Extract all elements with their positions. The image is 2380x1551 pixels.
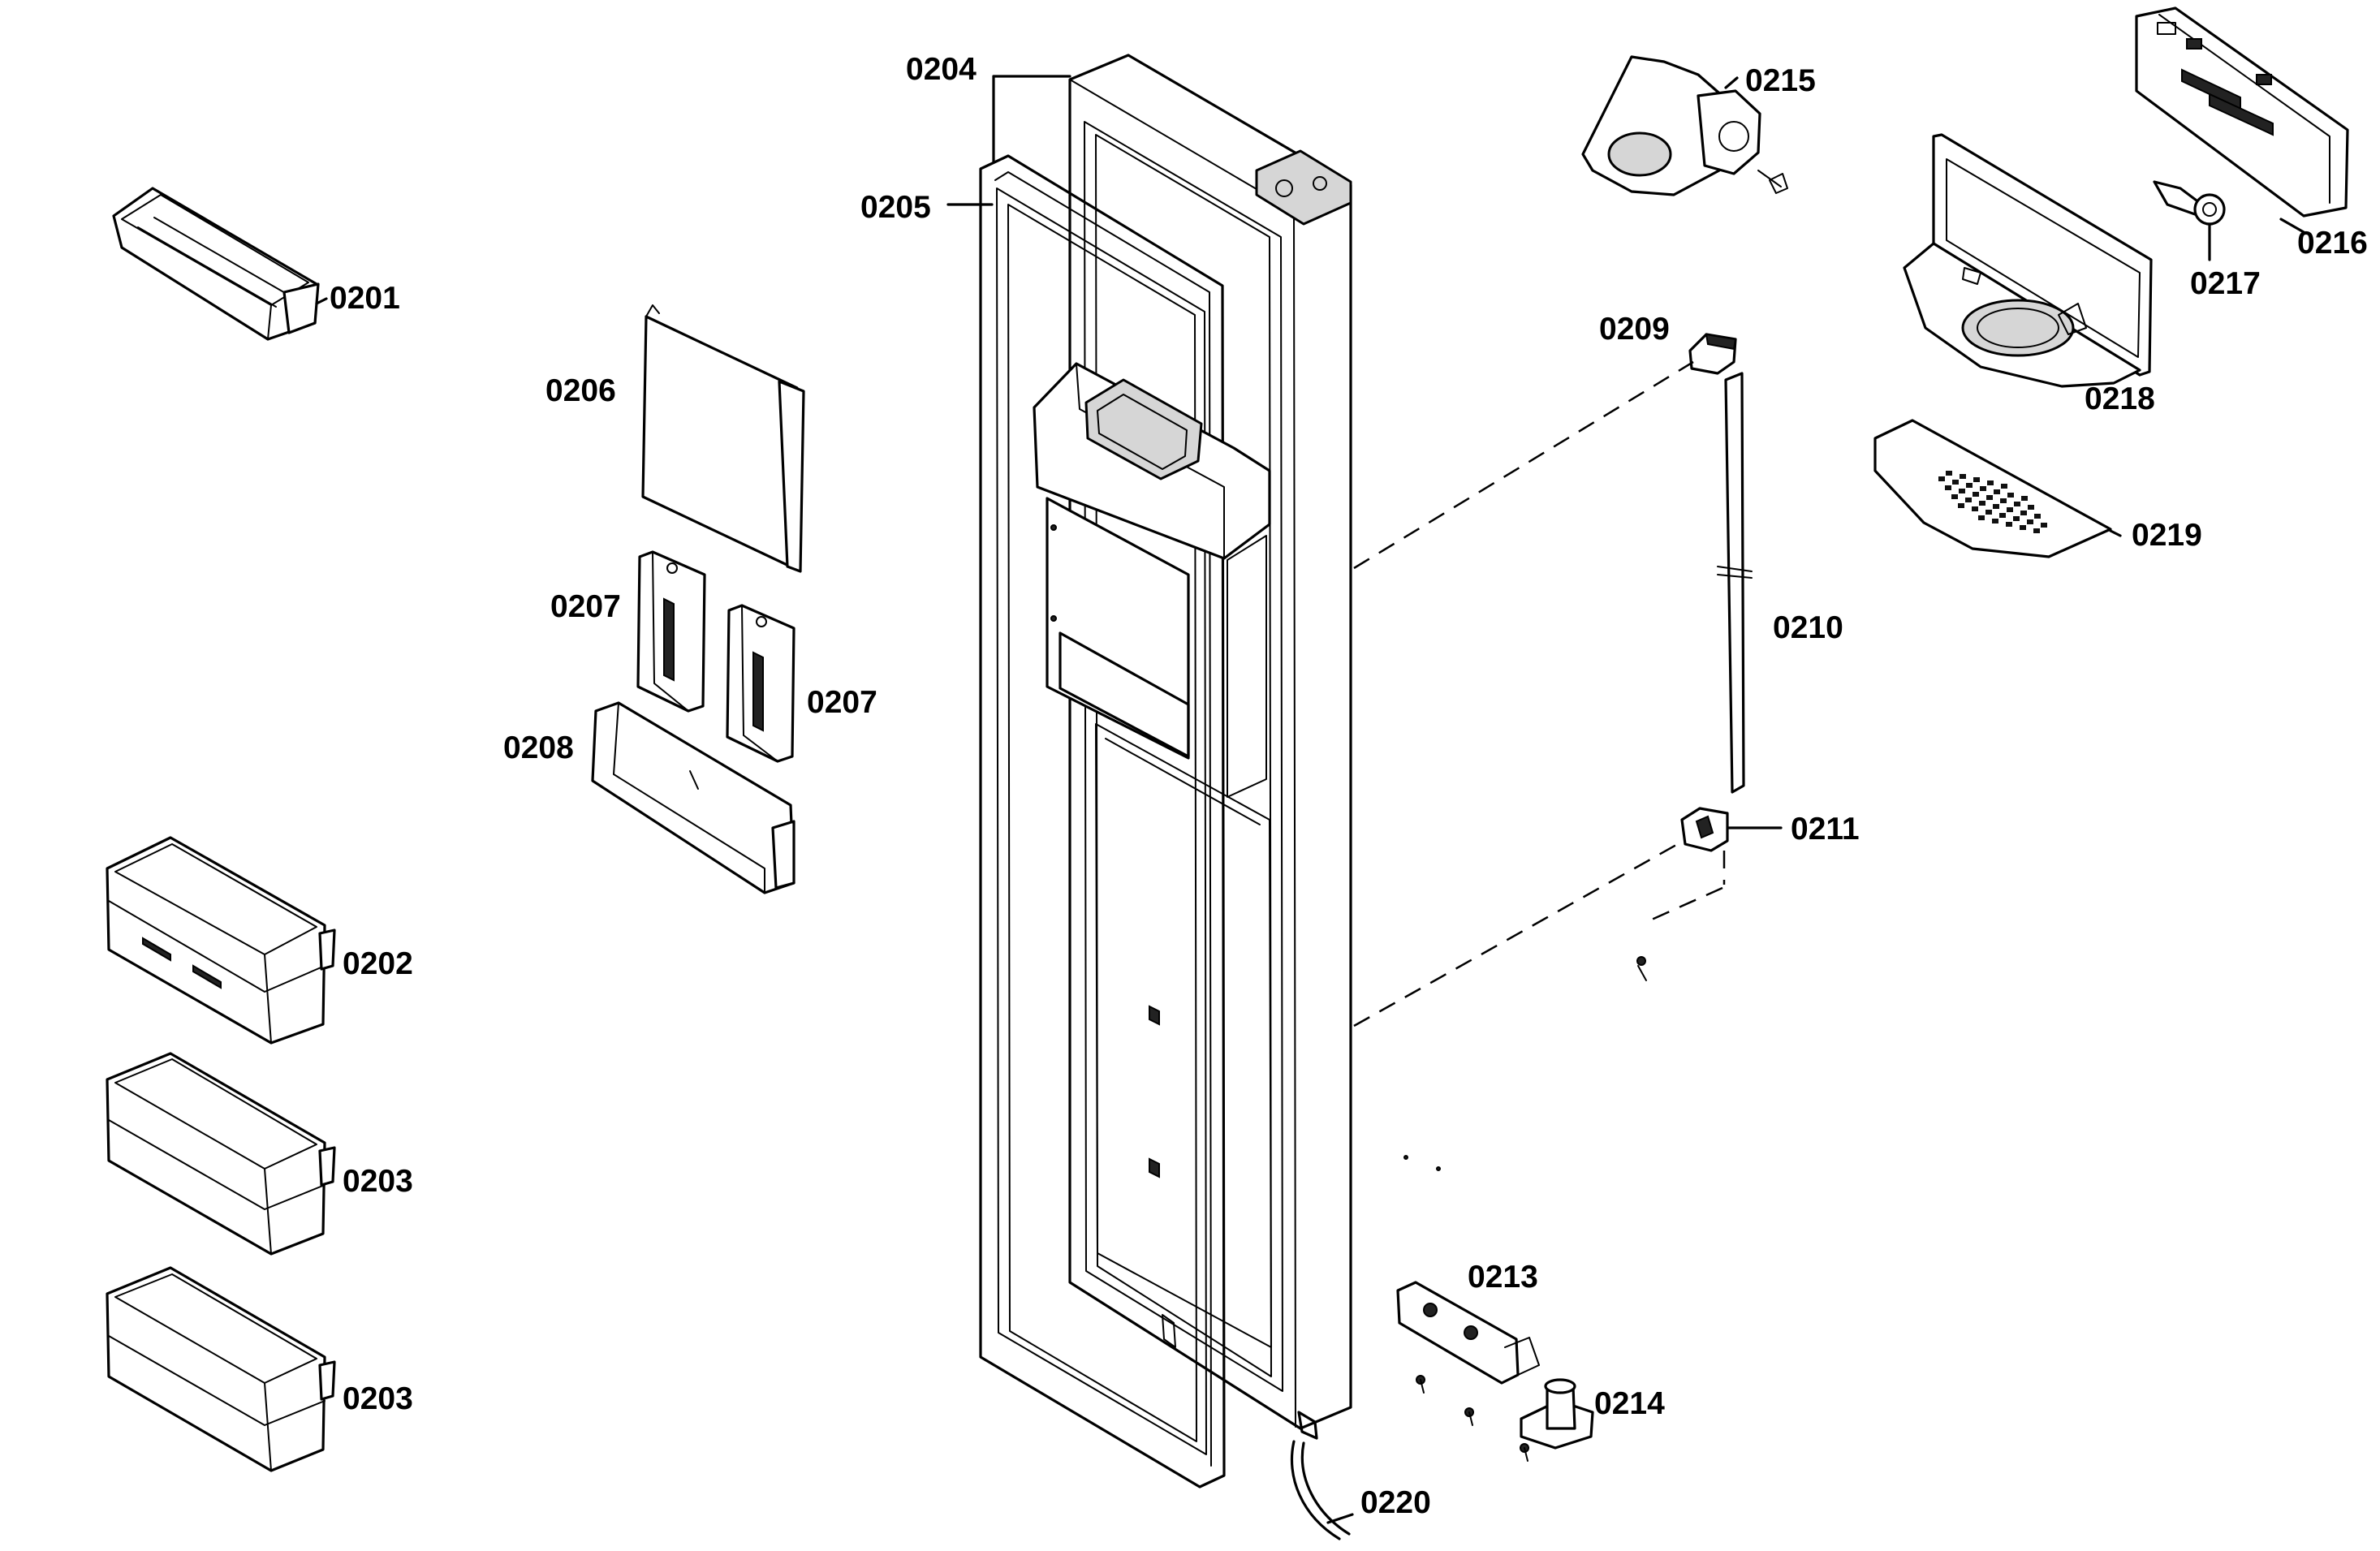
grille-hole bbox=[1952, 480, 1959, 485]
label-0208: 0208 bbox=[503, 730, 574, 765]
part-0213-hinge-plate bbox=[1396, 1281, 1540, 1462]
label-0213: 0213 bbox=[1468, 1260, 1538, 1295]
grille-hole bbox=[2014, 502, 2020, 506]
grille-hole bbox=[1960, 474, 1966, 479]
label-0201: 0201 bbox=[330, 281, 400, 316]
label-0204: 0204 bbox=[906, 52, 977, 87]
grille-hole bbox=[1994, 489, 2000, 494]
grille-hole bbox=[1965, 498, 1972, 502]
label-0216: 0216 bbox=[2297, 226, 2368, 261]
part-0208-tray bbox=[591, 701, 795, 894]
grille-hole bbox=[2041, 523, 2047, 528]
part-0203-bin-lower bbox=[106, 1266, 336, 1472]
grille-hole bbox=[2020, 525, 2026, 530]
part-0209-hinge-cap bbox=[1688, 333, 1737, 375]
grille-hole bbox=[2021, 496, 2028, 501]
label-0209: 0209 bbox=[1599, 312, 1670, 347]
grille-hole bbox=[2001, 484, 2007, 489]
part-0202-bin bbox=[106, 836, 336, 1045]
label-0203-lower: 0203 bbox=[343, 1381, 413, 1416]
part-0215-chute-motor bbox=[1581, 55, 1788, 196]
grille-hole bbox=[1979, 501, 1985, 506]
grille-hole bbox=[1980, 486, 1986, 491]
part-0214-cam bbox=[1520, 1378, 1594, 1450]
part-0207-cartridge-a bbox=[636, 550, 706, 713]
grille-hole bbox=[2028, 505, 2034, 510]
grille-hole bbox=[2020, 511, 2027, 515]
grille-hole bbox=[1985, 510, 1992, 515]
grille-hole bbox=[1945, 485, 1951, 490]
part-0220-wire-harness bbox=[1290, 1440, 1354, 1540]
label-0202: 0202 bbox=[343, 946, 413, 981]
grille-hole bbox=[1946, 471, 1952, 476]
part-0218-housing bbox=[1903, 133, 2153, 388]
part-0203-bin-upper bbox=[106, 1052, 336, 1256]
grille-hole bbox=[1938, 476, 1945, 481]
part-0217-knob bbox=[2153, 180, 2226, 261]
part-0205-frame bbox=[979, 154, 1271, 1489]
label-0214: 0214 bbox=[1594, 1386, 1665, 1421]
assembly-lines bbox=[1353, 360, 1694, 1028]
grille-hole bbox=[2034, 514, 2041, 519]
part-0201-shelf bbox=[112, 187, 320, 341]
grille-hole bbox=[1973, 477, 1980, 482]
part-0219-grille bbox=[1873, 419, 2122, 558]
label-0211: 0211 bbox=[1791, 812, 1860, 847]
part-0207-cartridge-b bbox=[726, 604, 795, 763]
grille-holes bbox=[1938, 471, 2047, 533]
grille-hole bbox=[1972, 506, 1978, 511]
grille-hole bbox=[2000, 498, 2007, 503]
part-0210-rail bbox=[1717, 372, 1753, 794]
label-0206: 0206 bbox=[545, 373, 616, 408]
label-0205: 0205 bbox=[860, 190, 931, 225]
grille-hole bbox=[1986, 495, 1993, 500]
label-0219: 0219 bbox=[2132, 518, 2202, 553]
label-0220: 0220 bbox=[1360, 1485, 1431, 1520]
grille-hole bbox=[2007, 493, 2014, 498]
part-0216-control-board bbox=[2135, 6, 2349, 218]
grille-hole bbox=[1958, 503, 1964, 508]
grille-hole bbox=[2007, 507, 2013, 512]
part-0206-cover bbox=[641, 304, 805, 573]
grille-hole bbox=[1992, 519, 1998, 523]
grille-hole bbox=[2027, 519, 2033, 524]
label-0203-upper: 0203 bbox=[343, 1164, 413, 1199]
label-0217: 0217 bbox=[2190, 266, 2261, 301]
label-0210: 0210 bbox=[1773, 610, 1843, 645]
grille-hole bbox=[2033, 528, 2040, 533]
grille-hole bbox=[1966, 483, 1973, 488]
label-0218: 0218 bbox=[2085, 381, 2155, 416]
label-0207-b: 0207 bbox=[807, 685, 877, 720]
grille-hole bbox=[1993, 504, 1999, 509]
grille-hole bbox=[1978, 515, 1985, 520]
grille-hole bbox=[1987, 480, 1994, 485]
grille-hole bbox=[2013, 516, 2020, 521]
grille-hole bbox=[1959, 489, 1965, 493]
grille-hole bbox=[2006, 522, 2012, 527]
grille-hole bbox=[1951, 494, 1958, 499]
label-0215: 0215 bbox=[1745, 63, 1816, 98]
label-0207-a: 0207 bbox=[550, 589, 621, 624]
part-0211-hinge-block bbox=[1636, 807, 1783, 981]
grille-hole bbox=[1999, 513, 2006, 518]
leader-lines bbox=[315, 75, 2305, 305]
grille-hole bbox=[1973, 492, 1979, 497]
